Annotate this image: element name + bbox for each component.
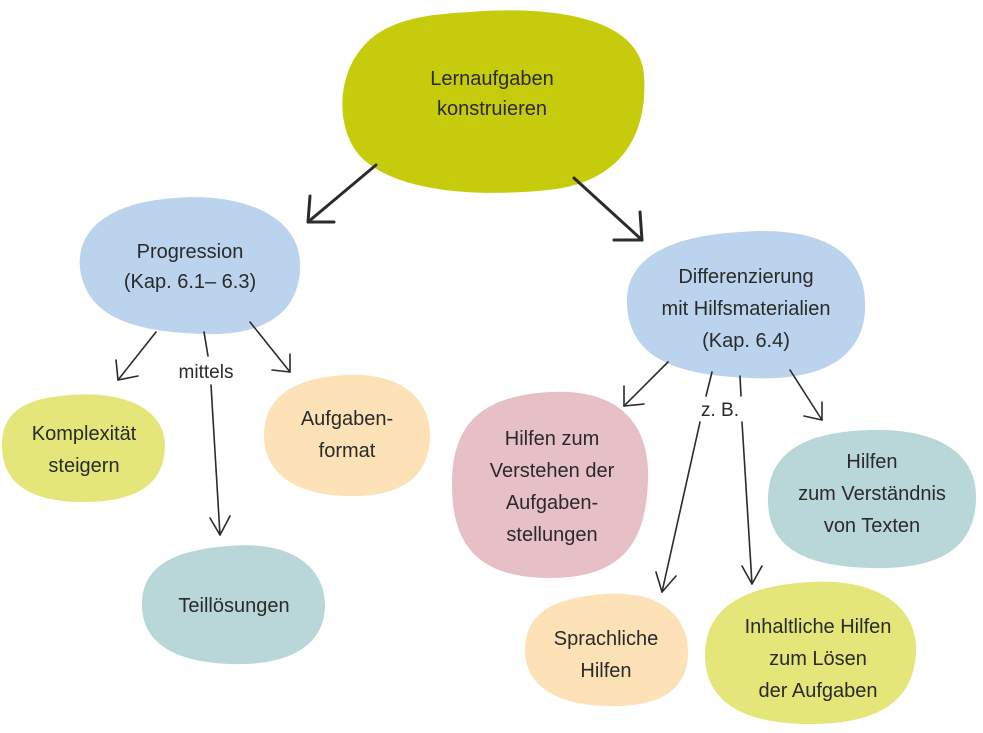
edge-label-mittels: mittels — [179, 362, 234, 383]
differenzierung-line3: (Kap. 6.4) — [702, 330, 790, 352]
inhaltliche-line1: Inhaltliche Hilfen — [745, 616, 892, 638]
arrow-progression-to-teilloesungen — [203, 331, 231, 536]
blob-inhaltliche — [705, 581, 917, 724]
arrow-differenzierung-to-sprachliche — [655, 371, 713, 593]
blob-komplexitaet — [2, 394, 165, 503]
blob-progression — [79, 197, 301, 335]
blob-aufgabenformat — [264, 374, 430, 497]
komplexitaet-line1: Komplexität — [32, 423, 137, 445]
node-komplexitaet-steigern: Komplexität steigern — [2, 394, 165, 503]
node-teilloesungen: Teillösungen — [142, 545, 325, 665]
komplexitaet-line2: steigern — [48, 455, 119, 477]
root-line1: Lernaufgaben — [430, 68, 553, 90]
arrow-differenzierung-to-verstehen — [623, 361, 669, 407]
node-lernaufgaben-konstruieren: Lernaufgaben konstruieren — [342, 10, 645, 193]
blob-verstaendnis — [768, 429, 977, 569]
sprachliche-line2: Hilfen — [580, 660, 631, 682]
progression-line2: (Kap. 6.1– 6.3) — [124, 271, 256, 293]
aufgabenformat-line2: format — [319, 440, 376, 462]
blob-differenzierung — [626, 231, 866, 379]
verstaendnis-line3: von Texten — [824, 515, 920, 537]
sprachliche-line1: Sprachliche — [554, 628, 659, 650]
node-sprachliche-hilfen: Sprachliche Hilfen — [525, 593, 688, 707]
edge-label-zb: z. B. — [701, 400, 739, 421]
verstaendnis-line2: zum Verständnis — [798, 483, 946, 505]
inhaltliche-line3: der Aufgaben — [759, 680, 878, 702]
differenzierung-line1: Differenzierung — [678, 266, 813, 288]
node-progression: Progression (Kap. 6.1– 6.3) — [79, 197, 301, 335]
arrow-progression-to-aufgabenformat — [249, 321, 291, 373]
node-aufgabenformat: Aufgaben- format — [264, 374, 430, 497]
blob-sprachliche — [525, 593, 688, 707]
verstehen-line2: Verstehen der — [490, 460, 615, 482]
arrow-root-to-progression — [306, 163, 378, 224]
verstaendnis-line1: Hilfen — [846, 451, 897, 473]
arrow-progression-to-komplexitaet — [115, 331, 157, 381]
blob-verstehen — [452, 391, 649, 578]
node-inhaltliche-hilfen: Inhaltliche Hilfen zum Lösen der Aufgabe… — [705, 581, 917, 724]
inhaltliche-line2: zum Lösen — [769, 648, 867, 670]
aufgabenformat-line1: Aufgaben- — [301, 408, 393, 430]
blob-teilloesungen — [142, 545, 325, 665]
verstehen-line3: Aufgaben- — [506, 492, 598, 514]
teilloesungen-line1: Teillösungen — [178, 595, 289, 617]
verstehen-line1: Hilfen zum — [505, 428, 599, 450]
blob-root — [342, 10, 645, 193]
verstehen-line4: stellungen — [506, 524, 597, 546]
root-line2: konstruieren — [437, 98, 547, 120]
progression-line1: Progression — [137, 241, 244, 263]
differenzierung-line2: mit Hilfsmaterialien — [662, 298, 831, 320]
node-differenzierung: Differenzierung mit Hilfsmaterialien (Ka… — [626, 231, 866, 379]
arrow-differenzierung-to-verstaendnis — [789, 369, 823, 421]
arrow-differenzierung-to-inhaltliche — [739, 375, 763, 585]
arrow-root-to-differenzierung — [572, 176, 644, 242]
node-hilfen-verstehen: Hilfen zum Verstehen der Aufgaben- stell… — [452, 391, 649, 578]
node-hilfen-verstaendnis: Hilfen zum Verständnis von Texten — [768, 429, 977, 569]
